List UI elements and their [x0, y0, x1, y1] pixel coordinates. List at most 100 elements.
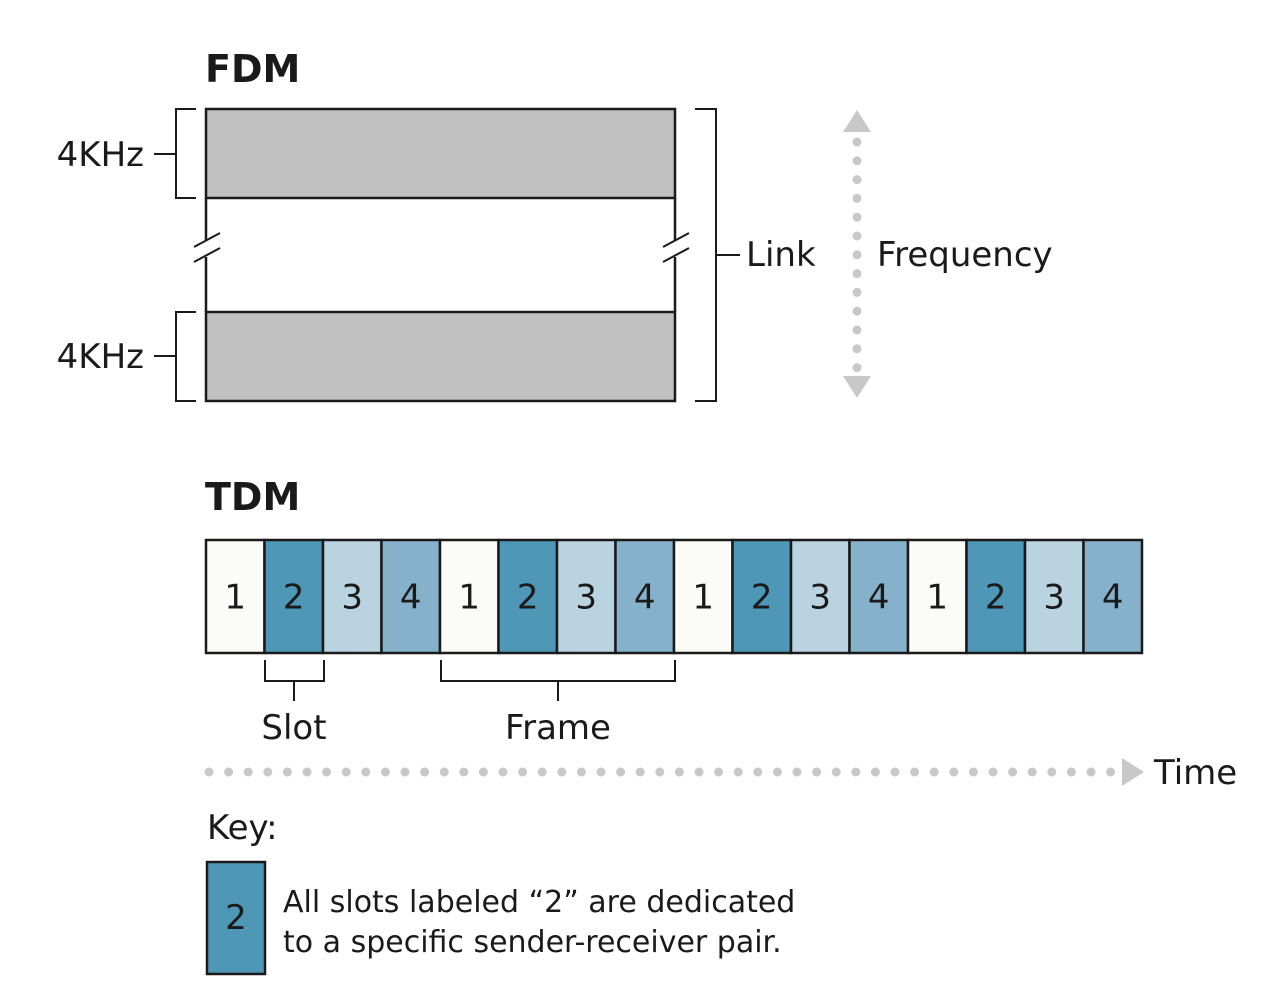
frame-bracket [440, 660, 676, 701]
tdm-slot-number: 1 [692, 578, 714, 618]
frequency-dot [852, 269, 862, 279]
time-arrow-dots [204, 767, 1116, 777]
time-dot [478, 767, 488, 777]
frequency-arrow-dots [852, 137, 862, 373]
tdm-slot-box [848, 538, 910, 655]
tdm-slot-box [906, 538, 968, 655]
tdm-slot: 1 [438, 538, 500, 655]
tdm-slot: 4 [380, 538, 442, 655]
time-dot [733, 767, 743, 777]
time-dot [361, 767, 371, 777]
frequency-dot [852, 212, 862, 222]
tdm-slot-number: 3 [809, 578, 831, 618]
fdm-link-label: Link [746, 235, 816, 275]
time-dot [420, 767, 430, 777]
tdm-slot-number: 4 [400, 578, 422, 618]
frequency-arrow-up-head [843, 110, 871, 132]
fdm-link-outline [204, 198, 677, 312]
fdm-break-marks [193, 232, 690, 263]
time-dot [380, 767, 390, 777]
time-dot [694, 767, 704, 777]
time-dot [929, 767, 939, 777]
time-dot [322, 767, 332, 777]
key-text-line2: to a specific sender-receiver pair. [283, 925, 782, 960]
time-dot [1008, 767, 1018, 777]
frequency-arrow [843, 110, 871, 398]
time-dot [282, 767, 292, 777]
frequency-dot [852, 250, 862, 260]
tdm-slot-number: 1 [458, 578, 480, 618]
tdm-slot: 1 [672, 538, 734, 655]
time-dot [341, 767, 351, 777]
time-dot [1066, 767, 1076, 777]
time-dot [537, 767, 547, 777]
tdm-slot: 3 [1023, 538, 1085, 655]
time-dot [498, 767, 508, 777]
time-dot [792, 767, 802, 777]
time-dot [968, 767, 978, 777]
time-arrow [204, 758, 1144, 786]
tdm-slot: 3 [321, 538, 383, 655]
time-dot [655, 767, 665, 777]
fdm-band-bottom [204, 310, 677, 403]
tdm-slot-number: 2 [985, 578, 1007, 618]
key-text-line1: All slots labeled “2” are dedicated [283, 885, 795, 920]
time-dot [988, 767, 998, 777]
fdm-band-top-label: 4KHz [57, 135, 144, 175]
time-dot [557, 767, 567, 777]
fdm-link-bracket [695, 108, 740, 402]
fdm-band-top [204, 107, 677, 200]
time-dot [224, 767, 234, 777]
tdm-slot: 2 [965, 538, 1027, 655]
frequency-dot [852, 363, 862, 373]
tdm-slot-box [380, 538, 442, 655]
time-dot [674, 767, 684, 777]
slot-label: Slot [261, 708, 326, 748]
frequency-dot [852, 231, 862, 241]
slot-bracket [264, 660, 325, 701]
time-dot [459, 767, 469, 777]
tdm-slot-box [789, 538, 851, 655]
frequency-dot [852, 193, 862, 203]
fdm-band-bottom-label: 4KHz [57, 337, 144, 377]
time-dot [302, 767, 312, 777]
time-dot [812, 767, 822, 777]
time-dot [204, 767, 214, 777]
tdm-slot: 1 [204, 538, 266, 655]
tdm-slot: 2 [263, 538, 325, 655]
key-swatch [205, 860, 267, 976]
time-dot [439, 767, 449, 777]
tdm-slot: 1 [906, 538, 968, 655]
frequency-arrow-down-head [843, 376, 871, 398]
tdm-slot-box [1082, 538, 1144, 655]
tdm-slot-number: 4 [868, 578, 890, 618]
time-dot [870, 767, 880, 777]
time-dot [851, 767, 861, 777]
tdm-slot-box [438, 538, 500, 655]
time-dot [616, 767, 626, 777]
frequency-dot [852, 156, 862, 166]
time-arrow-head [1122, 758, 1144, 786]
frequency-dot [852, 325, 862, 335]
time-dot [949, 767, 959, 777]
fdm-bracket-top [154, 108, 196, 199]
time-dot [400, 767, 410, 777]
time-dot [263, 767, 273, 777]
tdm-slot-number: 1 [224, 578, 246, 618]
tdm-slot-number: 1 [926, 578, 948, 618]
tdm-slot-number: 3 [341, 578, 363, 618]
tdm-slot: 4 [614, 538, 676, 655]
time-dot [910, 767, 920, 777]
time-dot [1047, 767, 1057, 777]
tdm-slot-box [555, 538, 617, 655]
tdm-slot: 4 [1082, 538, 1144, 655]
time-label: Time [1153, 753, 1237, 793]
frequency-dot [852, 344, 862, 354]
tdm-slot-number: 3 [1043, 578, 1065, 618]
tdm-slot: 3 [789, 538, 851, 655]
time-dot [753, 767, 763, 777]
time-dot [831, 767, 841, 777]
frame-label: Frame [505, 708, 611, 748]
tdm-slot-number: 4 [634, 578, 656, 618]
